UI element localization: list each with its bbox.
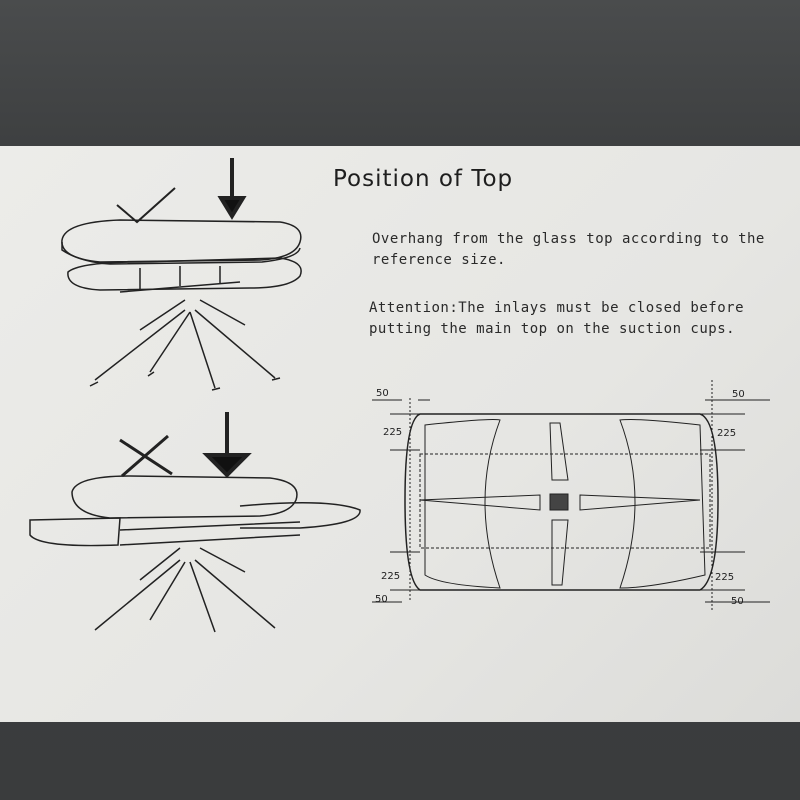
down-arrow-icon bbox=[217, 158, 247, 220]
dimension-label: 50 bbox=[731, 596, 744, 607]
dimension-label: 50 bbox=[375, 594, 388, 605]
checkmark-icon bbox=[116, 187, 176, 224]
dimension-label: 50 bbox=[376, 388, 389, 399]
dimension-label: 225 bbox=[717, 428, 736, 439]
dimension-label: 225 bbox=[715, 572, 734, 583]
cross-icon bbox=[119, 434, 173, 478]
overhang-instruction: Overhang from the glass top according to… bbox=[372, 231, 765, 268]
correct-table-illustration bbox=[61, 158, 302, 391]
attention-instruction: Attention:The inlays must be closed befo… bbox=[369, 300, 745, 337]
incorrect-table-illustration bbox=[29, 412, 361, 633]
instruction-card bbox=[0, 146, 800, 722]
down-arrow-icon bbox=[202, 412, 252, 478]
table-top-view-diagram bbox=[372, 380, 770, 610]
page-title: Position of Top bbox=[333, 166, 514, 192]
dimension-label: 225 bbox=[381, 571, 400, 582]
dimension-label: 50 bbox=[732, 389, 745, 400]
dimension-label: 225 bbox=[383, 427, 402, 438]
